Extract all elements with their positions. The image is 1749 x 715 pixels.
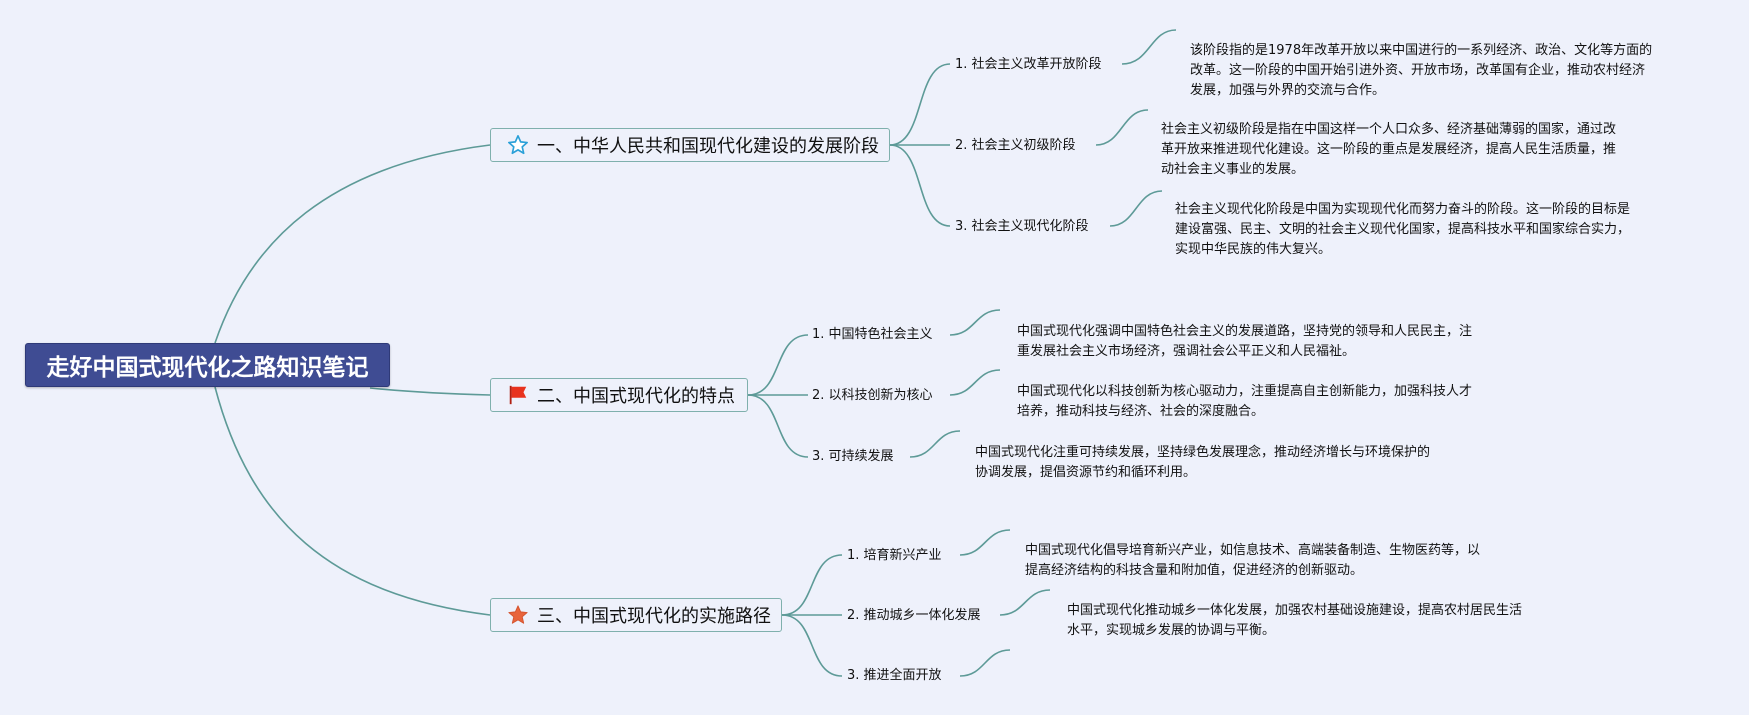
subtopic-emerging-industries[interactable]: 1. 培育新兴产业 [847, 548, 942, 563]
description-modernization-stage[interactable]: 社会主义现代化阶段是中国为实现现代化而努力奋斗的阶段。这一阶段的目标是 建设富强… [1175, 200, 1630, 260]
description-line: 实现中华民族的伟大复兴。 [1175, 242, 1332, 257]
description-line: 发展，加强与外界的交流与合作。 [1190, 83, 1386, 98]
central-topic[interactable]: 走好中国式现代化之路知识笔记 [25, 343, 390, 387]
orange-star-icon [507, 604, 529, 626]
topic-1-sub-3-leaf-connector [1109, 190, 1163, 227]
topic-2-sub-2-leaf-connector [949, 369, 1001, 396]
subtopic-sustainable-development[interactable]: 3. 可持续发展 [812, 449, 894, 464]
star-outline-icon [507, 134, 529, 156]
subtopic-urban-rural-integration[interactable]: 2. 推动城乡一体化发展 [847, 608, 981, 623]
description-line: 中国式现代化注重可持续发展，坚持绿色发展理念，推动经济增长与环境保护的 [975, 445, 1431, 460]
root-to-topic-2-connector [369, 387, 491, 396]
description-line: 该阶段指的是1978年改革开放以来中国进行的一系列经济、政治、文化等方面的 [1190, 43, 1653, 58]
description-line: 中国式现代化以科技创新为核心驱动力，注重提高自主创新能力，加强科技人才 [1017, 384, 1473, 399]
topic-1-sub-1-leaf-connector [1121, 29, 1177, 65]
subtopic-reform-opening-stage[interactable]: 1. 社会主义改革开放阶段 [955, 57, 1102, 72]
description-urban-rural-integration[interactable]: 中国式现代化推动城乡一体化发展，加强农村基础设施建设，提高农村居民生活 水平，实… [1067, 601, 1522, 641]
topic-implementation-paths[interactable]: 三、中国式现代化的实施路径 [490, 598, 782, 632]
root-to-topic-1-connector [214, 144, 491, 344]
central-topic-label: 走好中国式现代化之路知识笔记 [46, 355, 369, 381]
description-primary-stage[interactable]: 社会主义初级阶段是指在中国这样一个人口众多、经济基础薄弱的国家，通过改 革开放来… [1161, 120, 1616, 180]
description-line: 中国式现代化推动城乡一体化发展，加强农村基础设施建设，提高农村居民生活 [1067, 603, 1523, 618]
topic-1-branch-1 [889, 63, 951, 146]
topic-3-branch-3 [781, 614, 843, 677]
description-line: 社会主义初级阶段是指在中国这样一个人口众多、经济基础薄弱的国家，通过改 [1161, 122, 1617, 137]
subtopic-socialism-chinese-characteristics[interactable]: 1. 中国特色社会主义 [812, 327, 933, 342]
description-line: 水平，实现城乡发展的协调与平衡。 [1067, 623, 1276, 638]
topic-2-sub-1-leaf-connector [949, 309, 1001, 336]
subtopic-primary-stage[interactable]: 2. 社会主义初级阶段 [955, 138, 1076, 153]
topic-3-sub-2-leaf-connector [999, 589, 1051, 616]
topic-label: 三、中国式现代化的实施路径 [537, 606, 771, 627]
description-line: 中国式现代化倡导培育新兴产业，如信息技术、高端装备制造、生物医药等，以 [1025, 543, 1481, 558]
description-line: 重发展社会主义市场经济，强调社会公平正义和人民福祉。 [1017, 344, 1356, 359]
topic-3-branch-1 [781, 554, 843, 616]
topic-2-branch-1 [747, 334, 809, 396]
description-socialism-chinese-characteristics[interactable]: 中国式现代化强调中国特色社会主义的发展道路，坚持党的领导和人民民主，注 重发展社… [1017, 322, 1472, 362]
root-to-topic-3-connector [214, 386, 491, 616]
subtopic-tech-innovation-core[interactable]: 2. 以科技创新为核心 [812, 388, 933, 403]
description-emerging-industries[interactable]: 中国式现代化倡导培育新兴产业，如信息技术、高端装备制造、生物医药等，以 提高经济… [1025, 541, 1480, 581]
topic-characteristics[interactable]: 二、中国式现代化的特点 [490, 378, 748, 412]
description-line: 建设富强、民主、文明的社会主义现代化国家，提高科技水平和国家综合实力， [1175, 222, 1631, 237]
description-line: 提高经济结构的科技含量和附加值，促进经济的创新驱动。 [1025, 563, 1364, 578]
topic-1-branch-3 [889, 144, 951, 227]
topic-3-sub-3-leaf-connector [959, 649, 1011, 677]
subtopic-comprehensive-opening[interactable]: 3. 推进全面开放 [847, 668, 942, 683]
description-reform-opening-stage[interactable]: 该阶段指的是1978年改革开放以来中国进行的一系列经济、政治、文化等方面的 改革… [1190, 41, 1652, 101]
description-line: 培养，推动科技与经济、社会的深度融合。 [1017, 404, 1265, 419]
topic-2-sub-3-leaf-connector [909, 430, 961, 458]
description-line: 动社会主义事业的发展。 [1161, 162, 1305, 177]
description-line: 改革。这一阶段的中国开始引进外资、开放市场，改革国有企业，推动农村经济 [1190, 63, 1646, 78]
description-tech-innovation-core[interactable]: 中国式现代化以科技创新为核心驱动力，注重提高自主创新能力，加强科技人才 培养，推… [1017, 382, 1472, 422]
topic-3-sub-1-leaf-connector [959, 529, 1011, 556]
topic-1-sub-2-leaf-connector [1095, 109, 1149, 146]
description-line: 革开放来推进现代化建设。这一阶段的重点是发展经济，提高人民生活质量，推 [1161, 142, 1617, 157]
topic-2-branch-3 [747, 394, 809, 458]
red-flag-icon [507, 384, 529, 406]
description-sustainable-development[interactable]: 中国式现代化注重可持续发展，坚持绿色发展理念，推动经济增长与环境保护的 协调发展… [975, 443, 1430, 483]
connector-lines [214, 29, 1177, 677]
topic-development-stages[interactable]: 一、中华人民共和国现代化建设的发展阶段 [490, 128, 890, 162]
description-line: 中国式现代化强调中国特色社会主义的发展道路，坚持党的领导和人民民主，注 [1017, 324, 1473, 339]
description-line: 协调发展，提倡资源节约和循环利用。 [975, 465, 1197, 480]
subtopic-modernization-stage[interactable]: 3. 社会主义现代化阶段 [955, 219, 1089, 234]
topic-label: 二、中国式现代化的特点 [537, 386, 735, 407]
description-line: 社会主义现代化阶段是中国为实现现代化而努力奋斗的阶段。这一阶段的目标是 [1175, 202, 1631, 217]
topic-label: 一、中华人民共和国现代化建设的发展阶段 [537, 136, 879, 157]
